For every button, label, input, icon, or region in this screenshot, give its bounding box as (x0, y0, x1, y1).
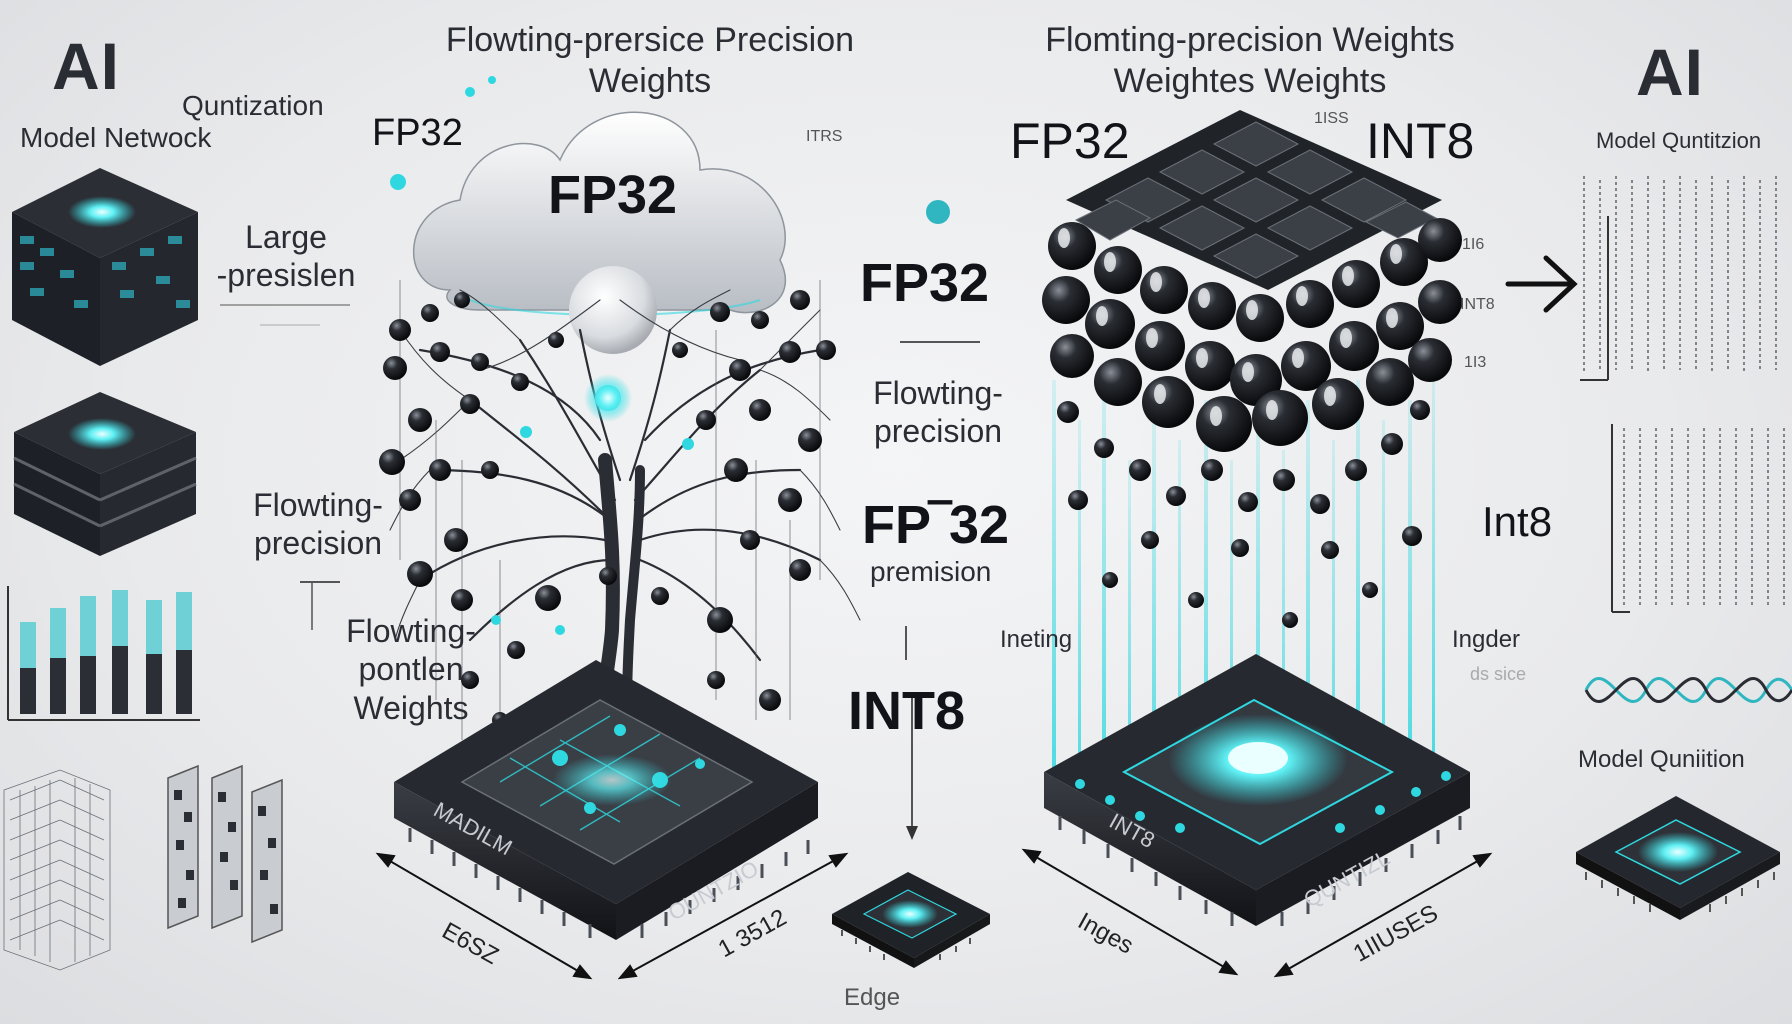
quantization-label: Quntization (182, 90, 324, 121)
model-network-label: Model Netwock (20, 122, 212, 153)
itrs-label: ITRS (806, 128, 843, 145)
weights-label-tree: Flowting- pontlen Weights (326, 612, 496, 727)
ineting-label: Ineting (1000, 626, 1073, 653)
cube-header: Flomting-precision Weights Weightes Weig… (1010, 20, 1490, 102)
server-cube-icon (12, 168, 198, 366)
quantization-beams (1052, 380, 1435, 820)
flowting-precision-label-left: Flowting- precision (228, 486, 408, 563)
weights-line-2: pontlen (358, 651, 464, 688)
tree-header-line-2: Weights (588, 61, 712, 100)
circuit-panels-icon (167, 764, 283, 944)
dimension-arrows-right (1021, 848, 1493, 978)
fp32-label-center-a: FP32 (860, 253, 990, 313)
bar-chart-icon (7, 586, 200, 721)
fp32-label-left: FP32 (372, 112, 463, 154)
falling-digits (1057, 400, 1430, 628)
weight-cube-icon (1066, 110, 1442, 290)
tiny-label-2: INT8 (1460, 296, 1495, 313)
arrow-right-icon (1505, 255, 1578, 313)
edge-chip-icon (832, 872, 990, 968)
dimension-arrows-left (375, 852, 849, 980)
chip-int8-icon (1044, 654, 1470, 926)
tiny-label-1: 1I6 (1462, 236, 1485, 253)
tiny-label-top: 1ISS (1314, 110, 1349, 127)
weights-line-3: Weights (353, 689, 469, 726)
model-quniition-label: Model Quniition (1578, 746, 1745, 773)
large-line-1: Large (245, 219, 327, 255)
int8-label-right: Int8 (1482, 498, 1553, 545)
int8-label-center: INT8 (848, 681, 966, 741)
ai-title-right: AI (1636, 35, 1704, 109)
edge-label: Edge (844, 984, 901, 1011)
model-quntitzion-label: Model Quntitzion (1596, 128, 1762, 153)
fp32-label-cube: FP32 (1010, 113, 1130, 169)
large-line-2: -presislen (216, 257, 356, 294)
tree-header-line-1: Flowting-prersice Precision (445, 21, 855, 59)
cube-header-line-2: Weightes Weights (1113, 61, 1387, 100)
tree-header: Flowting-prersice Precision Weights (410, 20, 890, 102)
flow-center-line-1: Flowting- (873, 375, 1003, 411)
large-precision-label: Large -presislen (206, 218, 366, 295)
weight-columns-icon (1583, 176, 1785, 608)
wave-icon (1584, 676, 1792, 704)
weights-line-1: Flowting- (346, 613, 476, 649)
chip-small-right-icon (1576, 796, 1780, 920)
ingder-label: Ingder (1452, 626, 1521, 653)
cloud-fp32-label: FP32 (548, 165, 678, 225)
tiny-label-3: 1I3 (1464, 354, 1487, 371)
flow-center-line-2: precision (873, 413, 1003, 450)
flow-left-line-2: precision (253, 525, 383, 562)
premision-label: premision (870, 556, 992, 587)
chip-left-icon (394, 660, 818, 940)
flow-left-line-1: Flowting- (253, 487, 383, 523)
ingder-sub-label: ds sice (1470, 664, 1527, 684)
int8-label-cube: INT8 (1366, 113, 1475, 169)
sphere-icon (569, 266, 657, 354)
wire-mesh-icon (3, 769, 111, 971)
fp32-label-center-b: FP‾32 (862, 495, 1010, 555)
ai-title-left: AI (52, 29, 120, 103)
stacked-server-icon (13, 392, 197, 556)
cube-header-line-1: Flomting-precision Weights (1045, 21, 1455, 59)
flowting-precision-center: Flowting- precision (848, 374, 1028, 451)
